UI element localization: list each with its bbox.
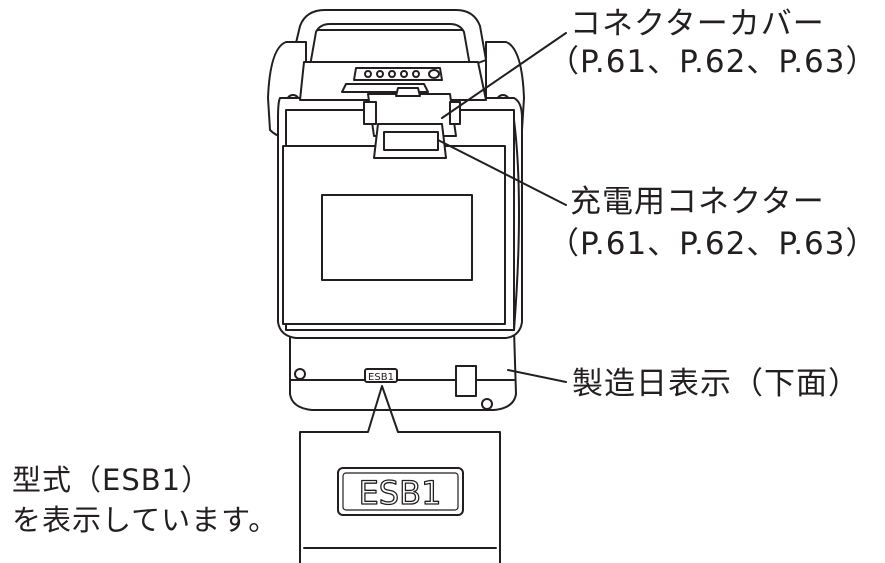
charging-connector-socket	[383, 131, 439, 151]
charging-connector-title: 充電用コネクター	[570, 184, 825, 220]
connector-cover-title: コネクターカバー	[570, 6, 825, 42]
leader-line-manufacture-date	[507, 369, 567, 383]
leader-line-connector-cover	[441, 32, 567, 119]
carry-handle	[291, 9, 487, 67]
connector-cover-pages: （P.61、P.62、P.63）	[548, 44, 878, 80]
body-right-side	[513, 119, 520, 331]
model-plate-small	[364, 368, 398, 383]
magnifier-lines	[299, 385, 501, 563]
indicator-led	[412, 70, 420, 78]
model-plate-large-text: ESB1	[359, 474, 442, 512]
lower-screw-right	[481, 398, 493, 410]
charging-connector-pages: （P.61、P.62、P.63）	[548, 226, 878, 262]
label-window	[321, 194, 473, 281]
lower-screw-left	[294, 368, 306, 380]
indicator-strip	[353, 67, 443, 81]
battery-lower-module	[289, 329, 517, 411]
indicator-led	[376, 70, 384, 78]
indicator-led	[388, 70, 396, 78]
model-plate-small-text: ESB1	[368, 372, 394, 383]
connector-cover-hinge	[449, 101, 461, 125]
manufacture-date-label: 製造日表示（下面）	[572, 366, 860, 402]
check-button	[428, 69, 440, 79]
model-label-line2: を表示しています。	[12, 503, 279, 537]
indicator-led	[364, 70, 372, 78]
lower-latch	[455, 365, 477, 397]
connector-cover-hinge	[363, 101, 377, 125]
indicator-led	[400, 70, 408, 78]
connector-cover-tab	[395, 87, 421, 97]
model-label-line1: 型式（ESB1）	[12, 463, 212, 497]
leader-line-charging-connector	[437, 139, 567, 206]
model-plate-large-inner	[342, 472, 459, 511]
